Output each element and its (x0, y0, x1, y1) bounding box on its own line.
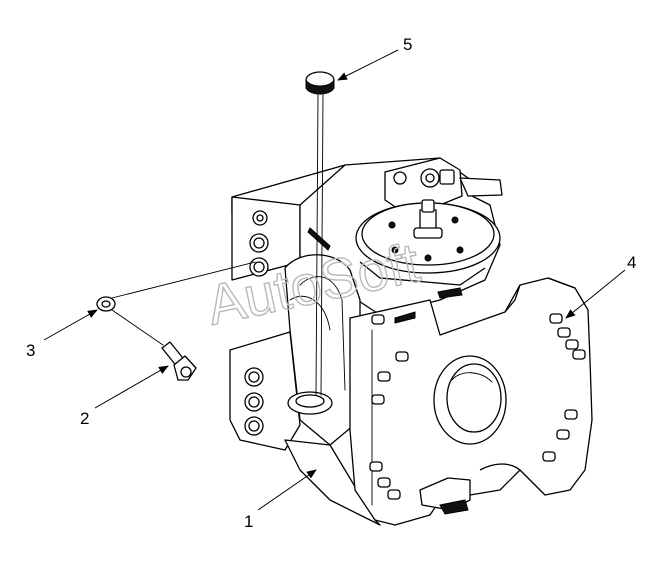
callout-2: 2 (80, 409, 89, 428)
callout-1: 1 (244, 512, 253, 531)
callout-5: 5 (403, 35, 412, 54)
regulator-assembly (307, 157, 503, 299)
left-housing-bolts (244, 233, 269, 436)
leader-1 (257, 469, 317, 511)
callout-4: 4 (627, 253, 636, 272)
bolt-part-2 (111, 309, 197, 381)
front-flange-studs (369, 313, 586, 500)
leader-3 (43, 309, 98, 341)
washer-part-3 (96, 261, 256, 312)
leader-5 (337, 49, 399, 81)
callout-3: 3 (26, 341, 35, 360)
plug-part-5 (305, 71, 335, 396)
callout-numbers: 1 2 3 4 5 (26, 35, 636, 531)
leader-4 (565, 269, 626, 319)
leader-2 (94, 365, 169, 409)
callout-leaders (43, 49, 626, 511)
